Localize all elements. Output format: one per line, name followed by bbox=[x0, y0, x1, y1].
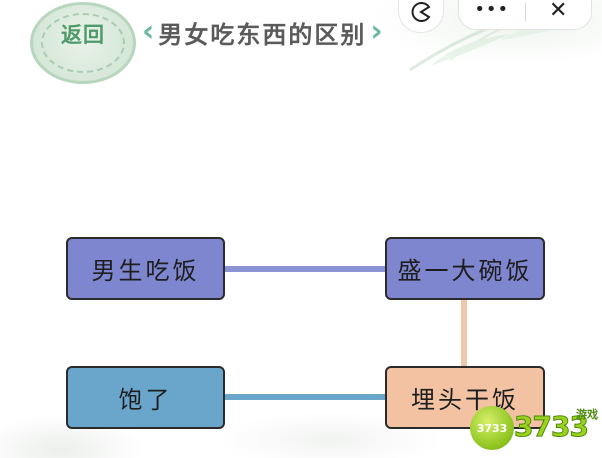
box-full[interactable]: 饱了 bbox=[66, 366, 225, 429]
watermark-text: 3733 bbox=[514, 410, 590, 444]
chevron-left-icon: ‹ bbox=[142, 14, 155, 49]
pacman-icon bbox=[411, 2, 431, 22]
box-label: 盛一大碗饭 bbox=[397, 257, 533, 285]
box-big-bowl[interactable]: 盛一大碗饭 bbox=[385, 237, 545, 300]
title-banner: ‹ 男女吃东西的区别 › bbox=[142, 10, 383, 54]
connector-line-bottom bbox=[224, 394, 387, 400]
page-title: 男女吃东西的区别 bbox=[158, 19, 367, 49]
connector-line-top bbox=[224, 266, 387, 272]
close-button[interactable]: ✕ bbox=[526, 0, 592, 29]
watermark-ball-icon: 3733 bbox=[470, 406, 514, 450]
box-bury-head[interactable]: 埋头干饭 bbox=[385, 366, 545, 429]
watermark-ball-text: 3733 bbox=[476, 421, 508, 435]
back-button-label: 返回 bbox=[61, 22, 105, 47]
more-dots-icon: ••• bbox=[474, 0, 510, 20]
mini-program-capsule: ••• ✕ bbox=[458, 0, 592, 30]
box-label: 男生吃饭 bbox=[91, 257, 200, 285]
close-icon: ✕ bbox=[549, 0, 568, 23]
box-label: 饱了 bbox=[118, 386, 173, 414]
more-button[interactable]: ••• bbox=[459, 0, 525, 29]
capsule-divider bbox=[524, 2, 526, 21]
box-boy-eat[interactable]: 男生吃饭 bbox=[66, 237, 225, 300]
chevron-right-icon: › bbox=[370, 14, 383, 49]
watermark-logo: 3733 3733 游戏 bbox=[470, 398, 602, 458]
watermark-sub: 游戏 bbox=[576, 408, 598, 421]
back-button[interactable]: 返回 bbox=[30, 2, 136, 84]
connector-line-vertical bbox=[461, 299, 467, 367]
